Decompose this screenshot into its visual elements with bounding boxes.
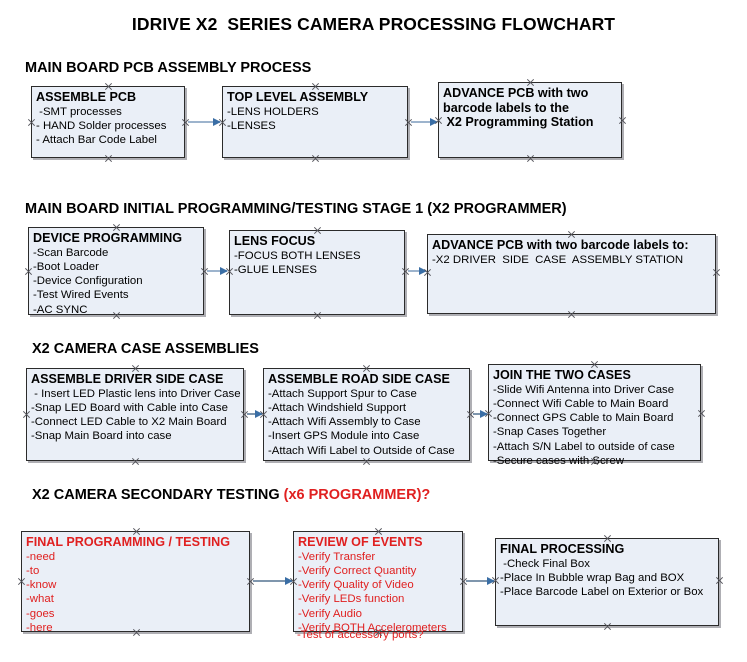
box-line: -Snap Main Board into case [31, 430, 172, 443]
connector-top-level-to-advance-pcb [411, 118, 438, 126]
section-heading-x2-camera-case-assemblies: X2 CAMERA CASE ASSEMBLIES [32, 341, 259, 357]
section-heading-accent: (x6 PROGRAMMER)? [283, 487, 431, 503]
box-title: JOIN THE TWO CASES [493, 368, 631, 382]
box-line: - Attach Bar Code Label [36, 134, 157, 147]
box-line: -know [26, 579, 57, 592]
box-advance-pcb-driver-side-station[interactable]: ADVANCE PCB with two barcode labels to: … [427, 234, 716, 314]
box-join-the-two-cases[interactable]: JOIN THE TWO CASES -Slide Wifi Antenna i… [488, 364, 701, 467]
box-line: -X2 DRIVER SIDE CASE ASSEMBLY STATION [432, 253, 684, 266]
box-line: -Attach Windshield Support [268, 401, 407, 414]
box-line: -LENSES [227, 119, 276, 132]
box-title: ASSEMBLE PCB [36, 90, 137, 104]
box-title: ADVANCE PCB with two barcode labels to: [432, 238, 689, 252]
section-heading-main-board-pcb-assembly-process: MAIN BOARD PCB ASSEMBLY PROCESS [25, 60, 312, 76]
box-line: - Insert LED Plastic lens into Driver Ca… [31, 387, 241, 400]
box-line: -Connect Wifi Cable to Main Board [493, 397, 669, 410]
connector-driver-case-to-road-case [247, 410, 263, 418]
box-title: FINAL PROGRAMMING / TESTING [26, 535, 231, 549]
box-line: -AC SYNC [33, 303, 88, 316]
page-title: IDRIVE X2 SERIES CAMERA PROCESSING FLOWC… [131, 14, 616, 34]
box-line: -Attach Wifi Label to Outside of Case [268, 444, 455, 457]
box-line: -goes [26, 607, 55, 620]
box-line: -need [26, 550, 56, 563]
box-line: -Verify BOTH Accelerometers [298, 622, 447, 635]
connector-lens-focus-to-advance-pcb-driver [408, 267, 427, 275]
connector-assemble-pcb-to-top-level [188, 118, 221, 126]
box-device-programming[interactable]: DEVICE PROGRAMMING -Scan Barcode -Boot L… [28, 227, 204, 316]
section-heading-x2-camera-secondary-testing: X2 CAMERA SECONDARY TESTING (x6 PROGRAMM… [32, 487, 430, 503]
section-heading-text: X2 CAMERA SECONDARY TESTING [32, 487, 284, 503]
box-assemble-pcb[interactable]: ASSEMBLE PCB -SMT processes - HAND Solde… [31, 86, 185, 158]
box-line: -Verify Correct Quantity [298, 564, 417, 577]
box-line: -Snap LED Board with Cable into Case [31, 401, 228, 414]
arrowhead-icon [220, 267, 228, 275]
connector-review-events-to-final-processing [466, 577, 495, 585]
box-line: -Place In Bubble wrap Bag and BOX [500, 571, 685, 584]
box-title: DEVICE PROGRAMMING [33, 231, 183, 245]
box-line: -Secure cases with Screw [493, 455, 625, 468]
box-line: -SMT processes [36, 105, 122, 118]
box-line: -Verify Audio [298, 607, 362, 620]
arrowhead-icon [480, 410, 488, 418]
box-line: -LENS HOLDERS [227, 105, 319, 118]
box-title: FINAL PROCESSING [500, 542, 625, 556]
box-line: -Verify Quality of Video [298, 579, 414, 592]
box-line: -Snap Cases Together [493, 426, 607, 439]
box-line: -Connect GPS Cable to Main Board [493, 412, 674, 425]
box-line: - HAND Solder processes [36, 119, 167, 132]
connector-device-programming-to-lens-focus [207, 267, 228, 275]
box-top-level-assembly[interactable]: TOP LEVEL ASSEMBLY -LENS HOLDERS -LENSES [222, 86, 408, 158]
box-assemble-driver-side-case[interactable]: ASSEMBLE DRIVER SIDE CASE - Insert LED P… [26, 368, 244, 461]
box-final-processing[interactable]: FINAL PROCESSING -Check Final Box -Place… [495, 538, 719, 626]
arrowhead-icon [419, 267, 427, 275]
box-line: -Attach S/N Label to outside of case [493, 440, 675, 453]
box-line: -Place Barcode Label on Exterior or Box [500, 586, 704, 599]
box-overflow-line-review-of-events: -Test of accessory ports? [297, 629, 424, 641]
box-line: -GLUE LENSES [234, 263, 317, 276]
box-assemble-road-side-case[interactable]: ASSEMBLE ROAD SIDE CASE -Attach Support … [263, 368, 470, 461]
box-line: -FOCUS BOTH LENSES [234, 249, 361, 262]
box-title: LENS FOCUS [234, 234, 316, 248]
box-line: -Check Final Box [500, 557, 590, 570]
box-line: -Scan Barcode [33, 246, 109, 259]
arrowhead-icon [255, 410, 263, 418]
arrowhead-icon [430, 118, 438, 126]
box-line: -what [26, 593, 54, 606]
box-advance-pcb-programming-station[interactable]: ADVANCE PCB with two barcode labels to t… [438, 82, 622, 158]
box-title: REVIEW OF EVENTS [298, 535, 423, 549]
box-title-line-3: X2 Programming Station [443, 115, 594, 130]
box-lens-focus[interactable]: LENS FOCUS -FOCUS BOTH LENSES -GLUE LENS… [229, 230, 405, 315]
box-line: -to [26, 564, 40, 577]
box-title: TOP LEVEL ASSEMBLY [227, 90, 369, 104]
box-line: -Boot Loader [33, 260, 99, 273]
box-title-line-2: barcode labels to the [443, 100, 569, 115]
box-title: ASSEMBLE DRIVER SIDE CASE [31, 372, 224, 386]
box-line: -Verify LEDs function [298, 593, 405, 606]
connector-road-case-to-join-cases [473, 410, 488, 418]
box-line: -Slide Wifi Antenna into Driver Case [493, 383, 675, 396]
box-line: -Verify Transfer [298, 550, 376, 563]
box-line: -Attach Support Spur to Case [268, 387, 417, 400]
arrowhead-icon [285, 577, 293, 585]
box-line: -Insert GPS Module into Case [268, 430, 420, 443]
box-review-of-events[interactable]: REVIEW OF EVENTS -Verify Transfer -Verif… [293, 531, 463, 635]
box-line: -Connect LED Cable to X2 Main Board [31, 416, 227, 429]
arrowhead-icon [213, 118, 221, 126]
box-line: -Attach Wifi Assembly to Case [268, 416, 421, 429]
connector-final-programming-to-review-events [253, 577, 293, 585]
section-heading-main-board-initial-programming: MAIN BOARD INITIAL PROGRAMMING/TESTING S… [25, 201, 567, 217]
arrowhead-icon [487, 577, 495, 585]
box-line: -Test Wired Events [33, 289, 129, 302]
box-title: ASSEMBLE ROAD SIDE CASE [268, 372, 450, 386]
box-title: ADVANCE PCB with two [443, 86, 589, 100]
box-final-programming-testing[interactable]: FINAL PROGRAMMING / TESTING -need -to -k… [21, 531, 250, 635]
box-line: -here [26, 622, 53, 635]
box-line: -Device Configuration [33, 275, 143, 288]
